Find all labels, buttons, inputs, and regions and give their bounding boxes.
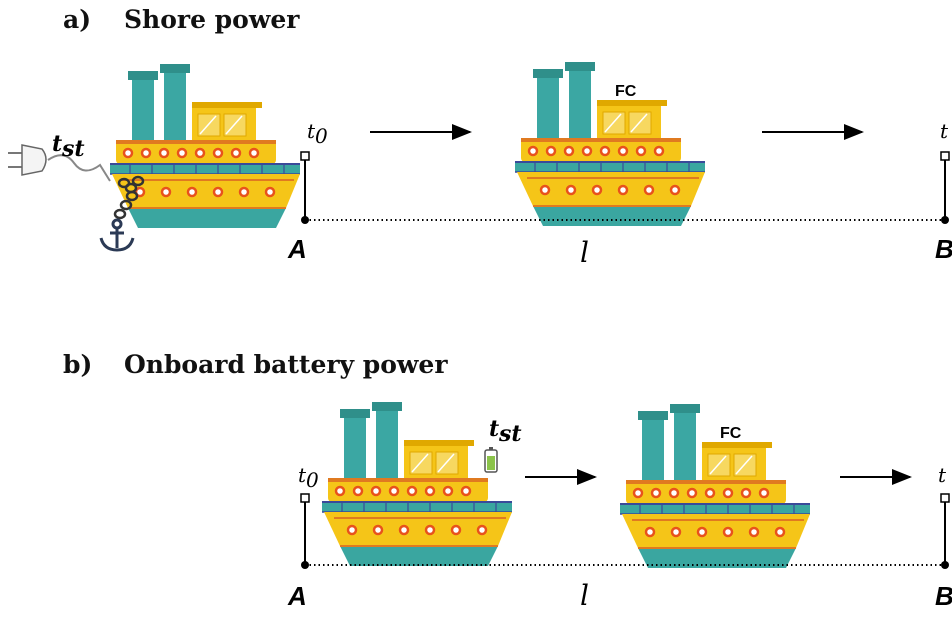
anchor-icon — [101, 220, 133, 250]
ship-icon — [620, 404, 810, 568]
tst-label-b: t st — [489, 416, 522, 447]
svg-text:t: t — [52, 131, 62, 157]
panel-b-title: Onboard battery power — [124, 350, 448, 379]
panel-b: b) Onboard battery power t 0 A t st — [63, 350, 952, 612]
svg-text:t: t — [489, 416, 499, 442]
point-a-label: A — [287, 234, 307, 264]
point-b-label: B — [935, 581, 952, 611]
panel-a-label: a) — [63, 5, 91, 34]
panel-a: a) Shore power t st — [8, 5, 952, 269]
t-end-label-b: t — [938, 463, 947, 487]
distance-label-a: l — [580, 236, 589, 269]
t0-label-b: t 0 — [298, 463, 319, 492]
panel-b-label: b) — [63, 350, 92, 379]
fc-label-a: FC — [615, 83, 637, 100]
tst-label-a: t st — [52, 131, 85, 162]
t-end-label-a: t — [940, 119, 949, 143]
ship-icon — [110, 64, 300, 228]
ship-icon — [515, 62, 705, 226]
svg-text:0: 0 — [315, 124, 328, 148]
battery-icon — [485, 447, 497, 472]
ship-icon — [322, 402, 512, 566]
panel-a-title: Shore power — [124, 5, 300, 34]
t0-label-a: t 0 — [307, 119, 328, 148]
point-b-label: B — [935, 234, 952, 264]
svg-text:st: st — [498, 421, 522, 447]
svg-text:0: 0 — [306, 468, 319, 492]
svg-text:st: st — [61, 136, 85, 162]
distance-label-b: l — [580, 579, 589, 612]
fc-label-b: FC — [720, 425, 742, 442]
point-a-label: A — [287, 581, 307, 611]
